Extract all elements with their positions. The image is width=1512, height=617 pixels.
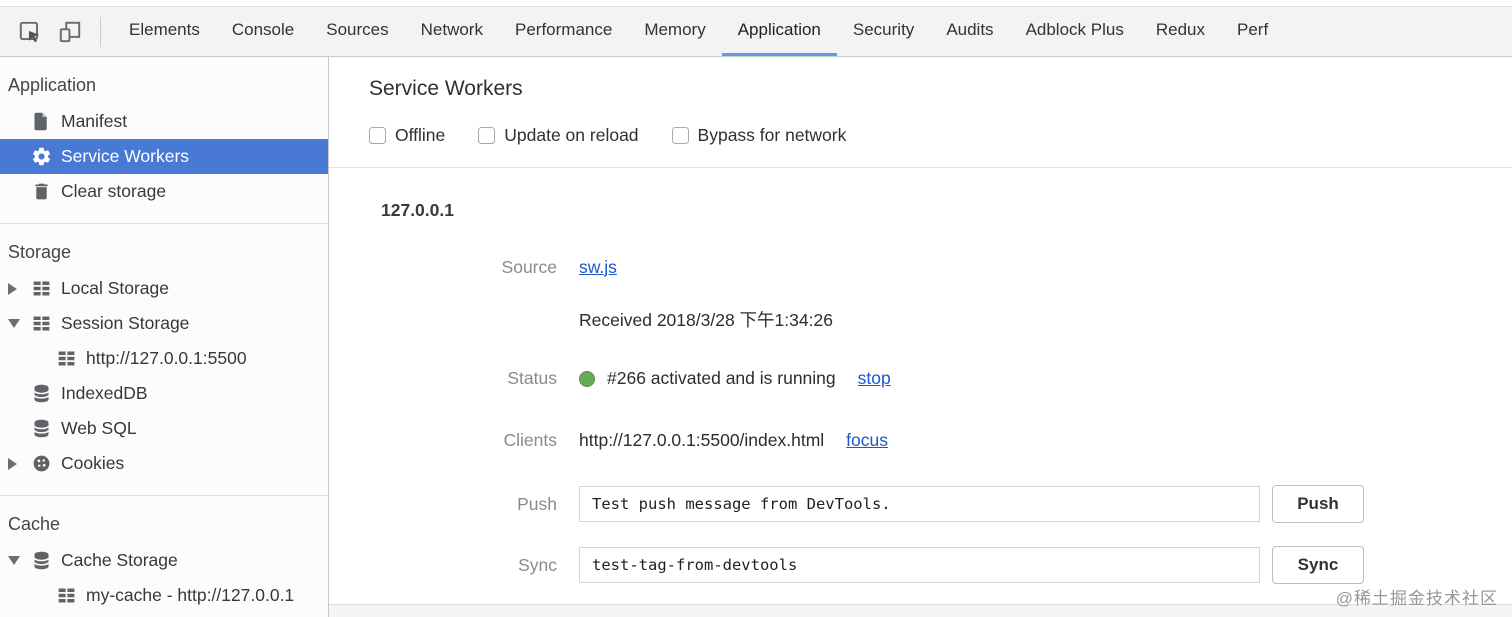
sidebar-item-clear-storage[interactable]: Clear storage <box>0 174 328 209</box>
sidebar-item-label: Cookies <box>61 453 125 473</box>
gear-icon <box>30 146 52 168</box>
database-icon <box>30 418 52 440</box>
tab-audits[interactable]: Audits <box>946 20 994 39</box>
sync-label: Sync <box>518 554 557 575</box>
bypass-for-network-option[interactable]: Bypass for network <box>671 125 847 146</box>
push-label: Push <box>517 493 557 514</box>
stop-link[interactable]: stop <box>857 368 891 388</box>
client-url: http://127.0.0.1:5500/index.html <box>579 430 825 450</box>
chevron-right-icon[interactable] <box>8 282 30 295</box>
sidebar-item-manifest[interactable]: Manifest <box>0 104 328 139</box>
sidebar-item-session-storage-origin[interactable]: http://127.0.0.1:5500 <box>0 341 328 376</box>
window-top-strip <box>0 0 1512 7</box>
received-timestamp: Received 2018/3/28 下午1:34:26 <box>579 310 833 330</box>
tab-memory[interactable]: Memory <box>644 20 706 39</box>
update-on-reload-option[interactable]: Update on reload <box>478 125 639 146</box>
tab-sources[interactable]: Sources <box>326 20 389 39</box>
sidebar-item-local-storage[interactable]: Local Storage <box>0 271 328 306</box>
sync-button[interactable]: Sync <box>1272 546 1364 584</box>
device-toolbar-icon[interactable] <box>53 15 87 49</box>
sidebar-section-application: Application <box>8 75 97 95</box>
tab-security[interactable]: Security <box>852 20 915 39</box>
sidebar-item-label: my-cache - http://127.0.0.1 <box>86 585 295 605</box>
source-label: Source <box>501 257 557 277</box>
panel-tabs: Elements Console Sources Network Perform… <box>113 7 1284 56</box>
sidebar-item-service-workers[interactable]: Service Workers <box>0 139 328 174</box>
sidebar-item-web-sql[interactable]: Web SQL <box>0 411 328 446</box>
application-sidebar: Application Manifest Service Workers Cle… <box>0 57 329 617</box>
trash-icon <box>30 181 52 203</box>
tab-elements[interactable]: Elements <box>129 20 200 39</box>
database-icon <box>30 383 52 405</box>
sidebar-item-cookies[interactable]: Cookies <box>0 446 328 481</box>
database-icon <box>30 550 52 572</box>
sidebar-item-label: http://127.0.0.1:5500 <box>86 348 247 368</box>
header-divider <box>329 167 1512 168</box>
status-label: Status <box>507 368 557 388</box>
source-row: Source sw.js <box>329 257 617 278</box>
service-worker-origin: 127.0.0.1 <box>381 200 454 220</box>
push-row: Push Push <box>329 485 1364 523</box>
tab-perf[interactable]: Perf <box>1236 20 1269 39</box>
service-worker-options: Offline Update on reload Bypass for netw… <box>369 125 846 146</box>
sidebar-item-label: IndexedDB <box>61 383 148 403</box>
sidebar-item-label: Session Storage <box>61 313 190 333</box>
sidebar-item-session-storage[interactable]: Session Storage <box>0 306 328 341</box>
storage-table-icon <box>30 313 52 335</box>
clients-label: Clients <box>503 430 558 450</box>
storage-table-icon <box>55 348 77 370</box>
chevron-down-icon[interactable] <box>8 319 30 328</box>
sidebar-item-label: Clear storage <box>61 181 167 201</box>
sidebar-item-label: Cache Storage <box>61 550 178 570</box>
offline-checkbox[interactable] <box>369 127 386 144</box>
push-message-input[interactable] <box>579 486 1260 522</box>
focus-link[interactable]: focus <box>846 430 888 450</box>
panel-bottom-band <box>329 604 1512 617</box>
sidebar-item-indexeddb[interactable]: IndexedDB <box>0 376 328 411</box>
tab-network[interactable]: Network <box>420 20 483 39</box>
offline-label: Offline <box>395 125 446 145</box>
sidebar-item-label: Web SQL <box>61 418 137 438</box>
chevron-right-icon[interactable] <box>8 457 30 470</box>
sidebar-item-cache-storage[interactable]: Cache Storage <box>0 543 328 578</box>
tab-redux[interactable]: Redux <box>1155 20 1205 39</box>
status-row: Status #266 activated and is running sto… <box>329 368 891 389</box>
sidebar-section-storage: Storage <box>8 242 72 262</box>
bypass-for-network-label: Bypass for network <box>697 125 847 145</box>
sidebar-item-label: Manifest <box>61 111 128 131</box>
source-link[interactable]: sw.js <box>579 257 617 277</box>
clients-row: Clients http://127.0.0.1:5500/index.html… <box>329 430 889 451</box>
toolbar-separator <box>100 16 101 47</box>
service-workers-panel: Service Workers Offline Update on reload… <box>329 57 1512 617</box>
received-row: Received 2018/3/28 下午1:34:26 <box>329 307 833 332</box>
page-title: Service Workers <box>369 77 523 100</box>
update-on-reload-checkbox[interactable] <box>478 127 496 144</box>
sidebar-section-cache: Cache <box>8 514 61 534</box>
storage-table-icon <box>55 585 77 607</box>
sidebar-item-label: Service Workers <box>61 146 190 166</box>
push-button[interactable]: Push <box>1272 485 1364 523</box>
inspect-element-icon[interactable] <box>13 15 47 49</box>
watermark: @稀土掘金技术社区 <box>1335 589 1498 608</box>
offline-option[interactable]: Offline <box>369 125 445 146</box>
sidebar-item-my-cache[interactable]: my-cache - http://127.0.0.1 <box>0 578 328 613</box>
tab-application[interactable]: Application <box>721 7 837 56</box>
file-icon <box>30 111 52 133</box>
update-on-reload-label: Update on reload <box>504 125 639 145</box>
chevron-down-icon[interactable] <box>8 556 30 565</box>
tab-adblock-plus[interactable]: Adblock Plus <box>1025 20 1124 39</box>
bypass-for-network-checkbox[interactable] <box>671 127 689 144</box>
devtools-toolbar: Elements Console Sources Network Perform… <box>0 7 1512 57</box>
sidebar-item-label: Local Storage <box>61 278 169 298</box>
storage-table-icon <box>30 278 52 300</box>
tab-console[interactable]: Console <box>231 20 295 39</box>
status-text: #266 activated and is running <box>607 368 836 388</box>
status-green-dot-icon <box>579 370 595 387</box>
cookie-icon <box>30 453 52 475</box>
tab-performance[interactable]: Performance <box>514 20 613 39</box>
sync-row: Sync Sync <box>329 546 1364 584</box>
sync-tag-input[interactable] <box>579 547 1260 583</box>
